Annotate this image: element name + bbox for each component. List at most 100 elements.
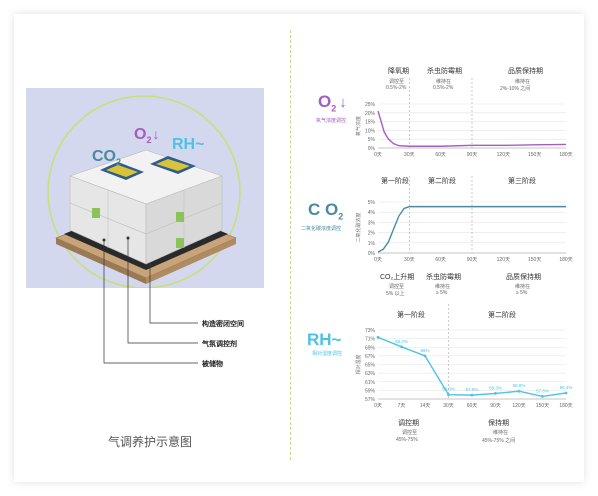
data-point: [400, 345, 403, 349]
co2-symbol: C O2: [308, 200, 344, 222]
pallet-drawing: [47, 95, 241, 289]
y-tick-label: 10%: [365, 128, 376, 134]
x-tick-label: 0天: [374, 257, 382, 263]
o2-symbol: O2↓: [318, 92, 347, 114]
rh-bottom-1: 调控期: [398, 420, 419, 427]
co2-label: CO2: [92, 148, 122, 168]
o2-caption: 氧气浓度调控: [316, 118, 347, 124]
o2-phase-3: 品质保持期: [508, 68, 543, 75]
x-tick-label: 30天: [404, 257, 415, 263]
callout-sealed-space: 构造密闭空间: [202, 321, 244, 328]
o2-label: O2↓: [134, 126, 160, 146]
y-tick-label: 57%: [365, 397, 376, 403]
co2-phase-2: 第二阶段: [428, 178, 456, 185]
x-tick-label: 150天: [528, 152, 541, 158]
data-label: 58.3%: [489, 385, 502, 390]
rh-phase-2: 第二阶段: [488, 312, 516, 319]
y-tick-label: 69%: [365, 345, 376, 351]
o2-phase-2-l2: 0.5%-2%: [433, 85, 454, 91]
x-tick-label: 90天: [467, 152, 478, 158]
x-tick-label: 60天: [435, 257, 446, 263]
data-label: 57.6%: [536, 388, 549, 393]
x-tick-label: 7天: [398, 403, 406, 409]
co2-bottom-1: CO₂上升期: [380, 274, 415, 281]
y-tick-label: 25%: [365, 102, 376, 108]
data-point: [517, 389, 521, 393]
y-tick-label: 67%: [365, 354, 376, 360]
o2-phase-2: 杀虫防霉期: [427, 68, 462, 75]
y-tick-label: 20%: [365, 111, 376, 117]
x-tick-label: 30天: [443, 403, 454, 409]
x-tick-label: 120天: [497, 257, 510, 263]
y-axis-label: 氧气浓度: [355, 116, 362, 136]
x-tick-label: 180天: [559, 403, 572, 409]
y-axis-label: 二氧化碳浓度: [355, 212, 362, 242]
y-tick-label: 65%: [365, 363, 376, 369]
rh-symbol: RH~: [307, 330, 342, 349]
x-tick-label: 14天: [420, 403, 431, 409]
y-tick-label: 61%: [365, 380, 376, 386]
x-tick-label: 180天: [559, 257, 572, 263]
co2-bottom-3-l1: 维持在: [515, 284, 531, 290]
rh-bottom-2-l2: 45%-75% 之间: [482, 438, 516, 444]
x-tick-label: 60天: [435, 152, 446, 158]
y-tick-label: 63%: [365, 371, 376, 377]
rh-caption: 相对湿度调控: [312, 351, 343, 357]
x-tick-label: 0天: [374, 152, 382, 158]
o2-phase-3-l1: 维持在: [515, 79, 531, 85]
rh-bottom-1-l2: 45%-75%: [396, 437, 418, 443]
y-tick-label: 73%: [365, 328, 376, 334]
data-point: [541, 395, 544, 398]
pallet-illustration: [26, 88, 264, 289]
x-tick-label: 150天: [528, 257, 541, 263]
data-point: [494, 391, 497, 395]
y-axis-label: 相对湿度: [355, 354, 362, 374]
co2-bottom-2-l2: ≥ 5%: [436, 290, 448, 296]
rh-phase-1: 第一阶段: [397, 312, 425, 319]
rh-label: RH~: [172, 136, 205, 153]
data-point: [423, 354, 427, 358]
callout-stored-goods: 被储物: [202, 361, 223, 368]
co2-bottom-1-l2: 5% 以上: [386, 291, 405, 297]
y-tick-label: 4%: [368, 210, 376, 216]
left-caption: 气调养护示意图: [108, 435, 193, 449]
y-tick-label: 0%: [368, 146, 376, 152]
x-tick-label: 150天: [536, 403, 549, 409]
y-tick-label: 5%: [368, 200, 376, 206]
y-tick-label: 5%: [368, 137, 376, 143]
x-tick-label: 90天: [467, 257, 478, 263]
co2-bottom-2-l1: 维持在: [435, 284, 451, 290]
co2-bottom-3: 品质保持期: [506, 274, 541, 281]
x-tick-label: 90天: [490, 403, 501, 409]
o2-phase-2-l1: 维持在: [436, 79, 452, 85]
y-tick-label: 1%: [368, 241, 376, 247]
y-tick-label: 71%: [365, 337, 376, 343]
data-point: [564, 391, 568, 395]
co2-caption: 二氧化碳浓度调控: [301, 226, 342, 232]
co2-phase-3: 第三阶段: [508, 178, 536, 185]
data-point: [376, 335, 380, 339]
o2-phase-1: 降氧期: [388, 68, 409, 75]
data-label: 58.0%: [442, 387, 455, 392]
data-label: 57.9%: [466, 387, 479, 392]
divider: [290, 30, 291, 460]
series-line: [377, 205, 566, 253]
x-tick-label: 0天: [374, 403, 382, 409]
y-tick-label: 15%: [365, 120, 376, 126]
x-tick-label: 60天: [467, 403, 478, 409]
o2-phase-1-l1: 调控至: [389, 79, 405, 85]
y-tick-label: 2%: [368, 231, 376, 237]
callout-regulator: 气氛调控剂: [202, 341, 237, 348]
rh-bottom-1-l1: 调控至: [402, 430, 418, 436]
y-tick-label: 0%: [368, 251, 376, 257]
co2-phase-1: 第一阶段: [381, 178, 409, 185]
x-tick-label: 120天: [497, 152, 510, 158]
o2-phase-1-l2: 0.5%-2%: [386, 85, 407, 91]
data-label: 66%: [420, 348, 429, 353]
data-label: 58.8%: [513, 383, 526, 388]
data-point: [470, 393, 474, 397]
y-tick-label: 59%: [365, 388, 376, 394]
data-point: [447, 393, 450, 397]
